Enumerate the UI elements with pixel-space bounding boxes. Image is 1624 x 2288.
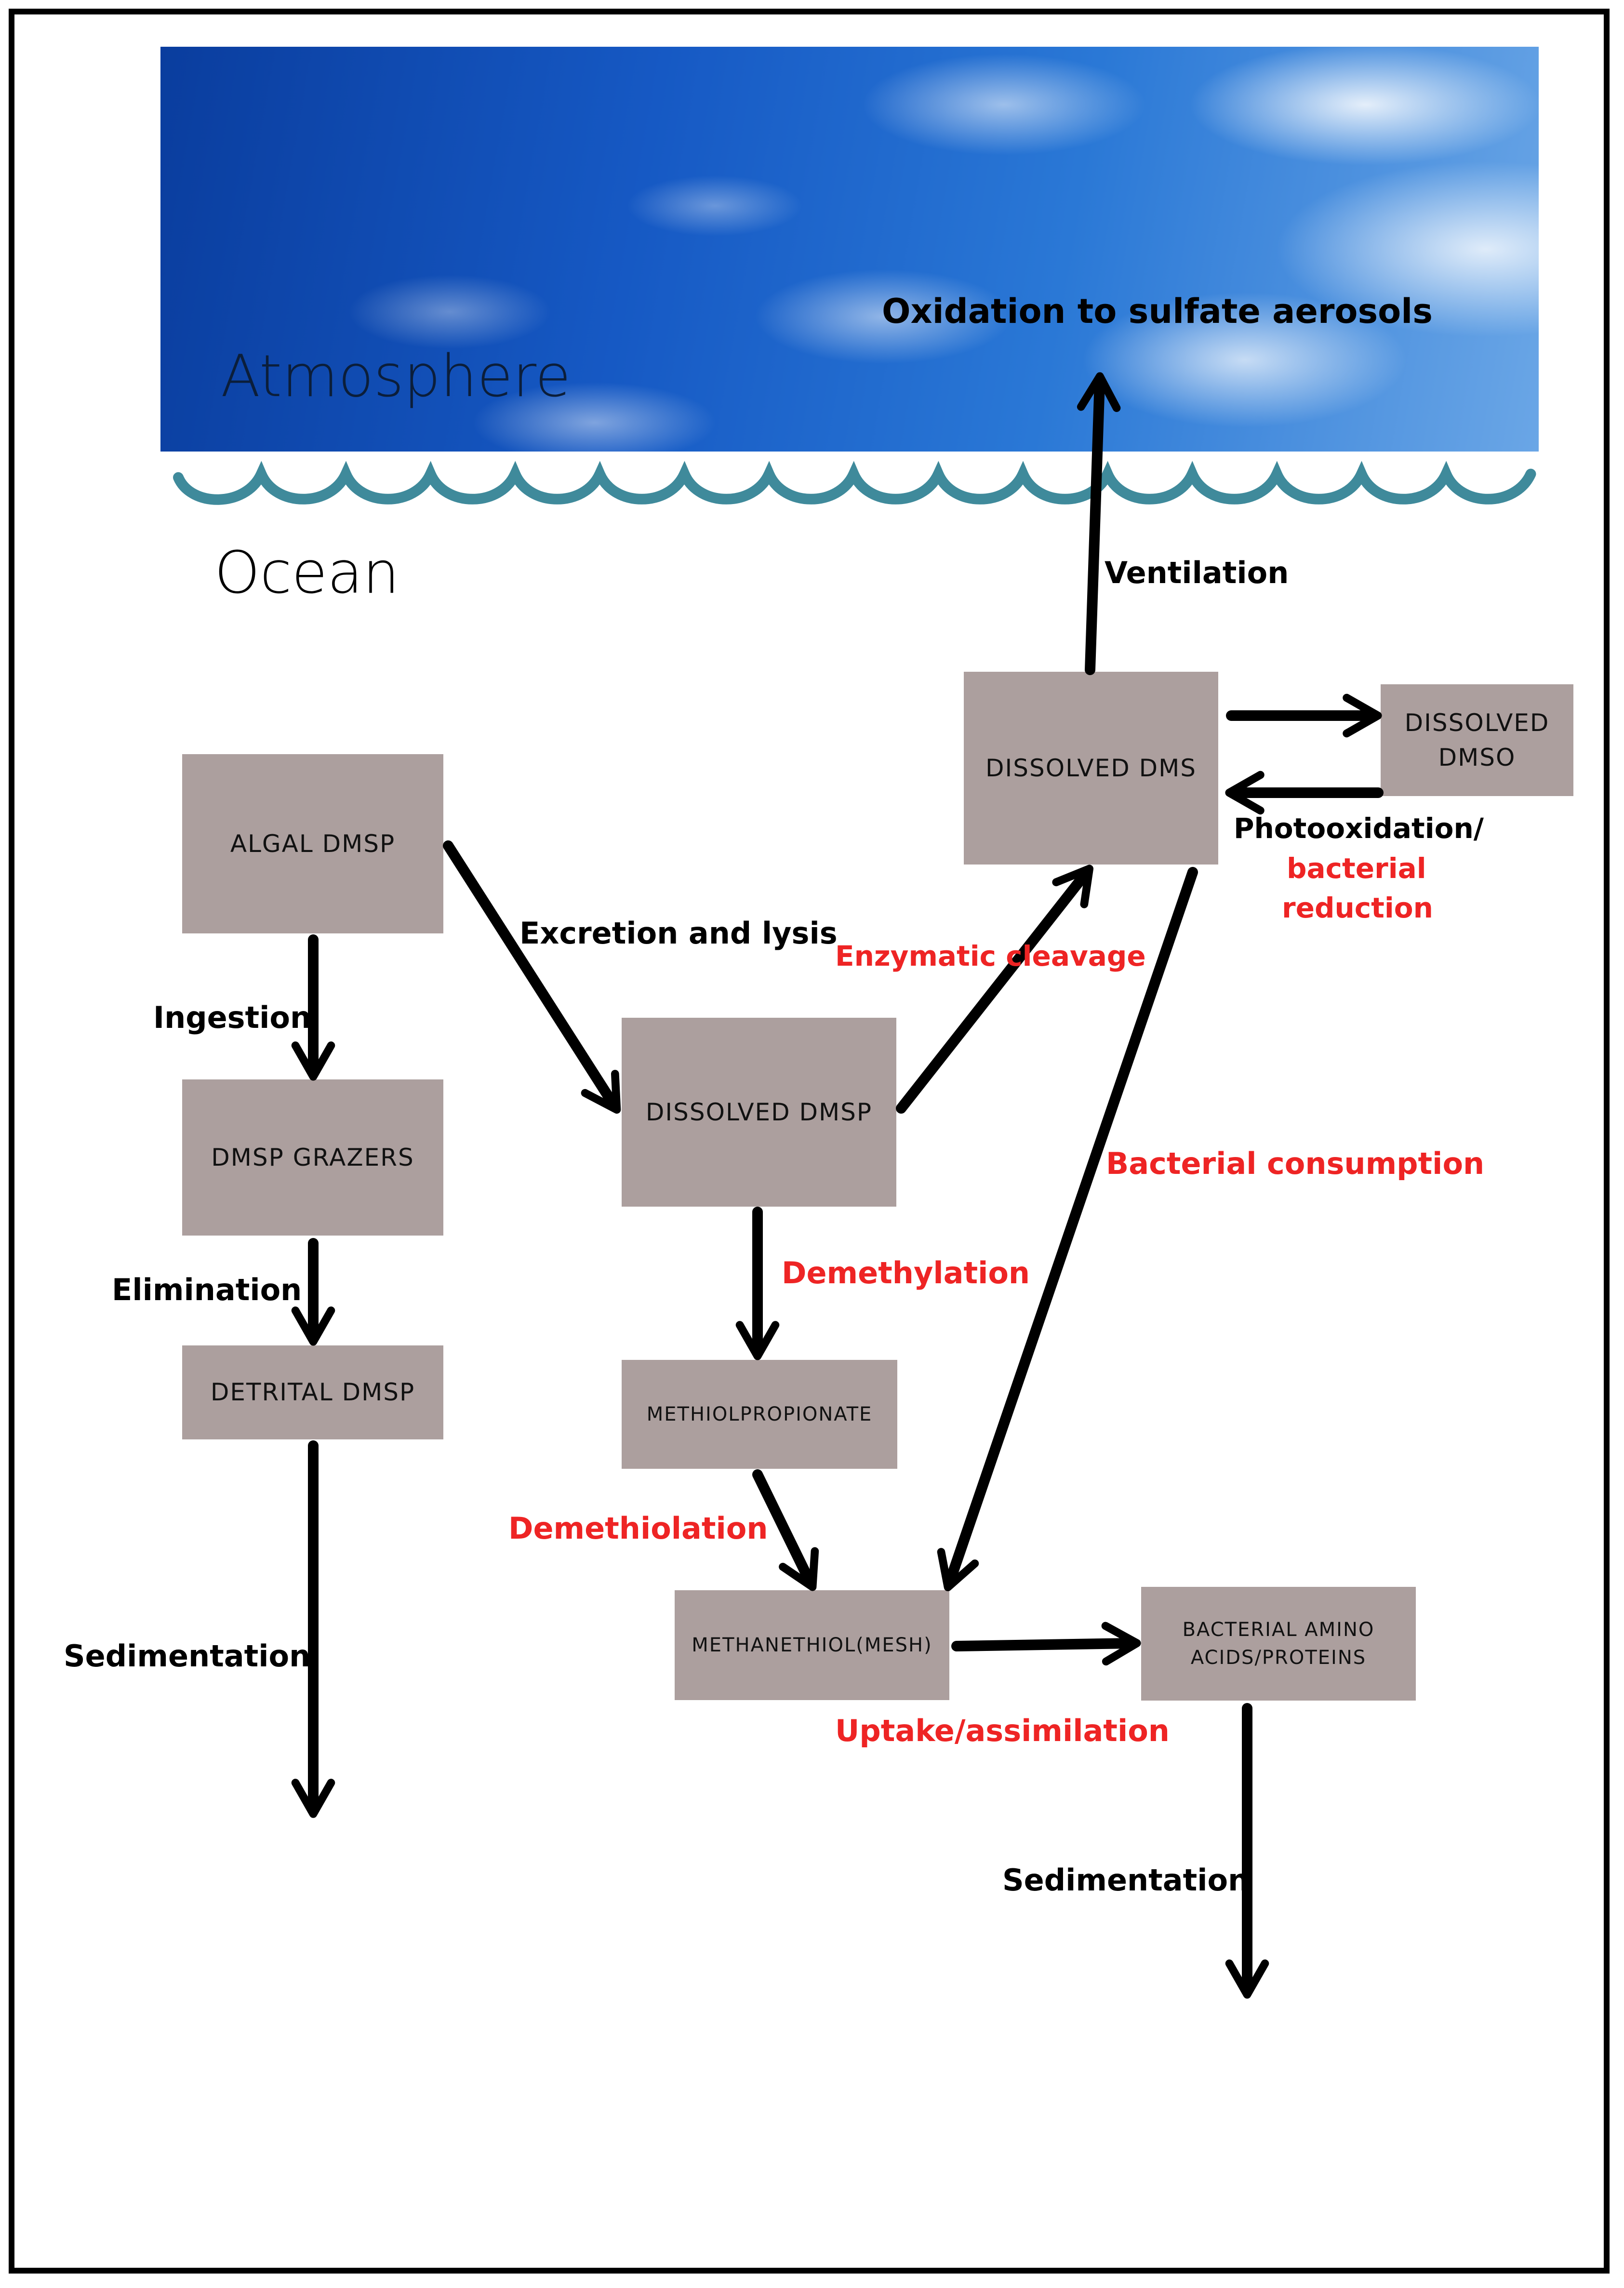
atmosphere-label: Atmosphere [221,343,571,410]
box-dissolved-dms-label: DISSOLVED DMS [985,754,1197,782]
box-bacterial-amino: BACTERIAL AMINO ACIDS/PROTEINS [1141,1587,1416,1701]
label-elimination: Elimination [112,1272,302,1307]
label-bacterial-reduction-2: reduction [1282,891,1433,924]
box-bacterial-amino-label: BACTERIAL AMINO ACIDS/PROTEINS [1182,1619,1375,1669]
label-bacterial-reduction-1: bacterial [1287,852,1426,885]
arrow-excretion-lysis [443,840,621,1114]
box-algal-dmsp: ALGAL DMSP [182,754,443,933]
box-dissolved-dmsp-label: DISSOLVED DMSP [645,1098,873,1126]
arrow-ventilation [1077,372,1121,675]
label-sedimentation-left: Sedimentation [64,1638,311,1674]
arrow-enzymatic-cleavage [896,865,1094,1114]
box-dissolved-dms: DISSOLVED DMS [964,672,1218,865]
label-ingestion: Ingestion [153,1000,312,1035]
box-dmsp-grazers: DMSP GRAZERS [182,1079,443,1236]
label-enzymatic-cleavage: Enzymatic cleavage [835,940,1146,972]
label-demethiolation: Demethiolation [508,1511,768,1546]
oxidation-label: Oxidation to sulfate aerosols [882,292,1433,331]
box-dissolved-dmso: DISSOLVED DMSO [1381,684,1573,796]
ocean-label: Ocean [214,540,399,607]
label-ventilation: Ventilation [1105,555,1289,590]
arrow-bacterial-consumption [937,867,1198,1592]
label-demethylation: Demethylation [782,1255,1030,1290]
box-dmsp-grazers-label: DMSP GRAZERS [211,1143,414,1171]
box-dissolved-dmsp: DISSOLVED DMSP [622,1018,896,1207]
atmosphere-sky [160,47,1539,452]
box-methanethiol-label: METHANETHIOL(MESH) [692,1634,932,1656]
box-methanethiol: METHANETHIOL(MESH) [675,1590,949,1700]
box-algal-dmsp-label: ALGAL DMSP [230,829,396,858]
arrow-uptake [951,1622,1141,1666]
box-methiolpropionate-label: METHIOLPROPIONATE [646,1403,873,1425]
box-methiolpropionate: METHIOLPROPIONATE [622,1360,897,1469]
label-sedimentation-right: Sedimentation [1002,1862,1250,1898]
label-uptake-assimilation: Uptake/assimilation [835,1713,1170,1748]
label-excretion-lysis: Excretion and lysis [519,916,838,951]
box-dissolved-dmso-label: DISSOLVED DMSO [1404,708,1550,772]
arrow-demethiolation [752,1469,819,1591]
box-detrital-dmsp-label: DETRITAL DMSP [210,1378,415,1407]
label-photooxidation: Photooxidation/ [1234,812,1484,845]
label-bacterial-consumption: Bacterial consumption [1106,1146,1485,1181]
box-detrital-dmsp: DETRITAL DMSP [182,1345,443,1439]
